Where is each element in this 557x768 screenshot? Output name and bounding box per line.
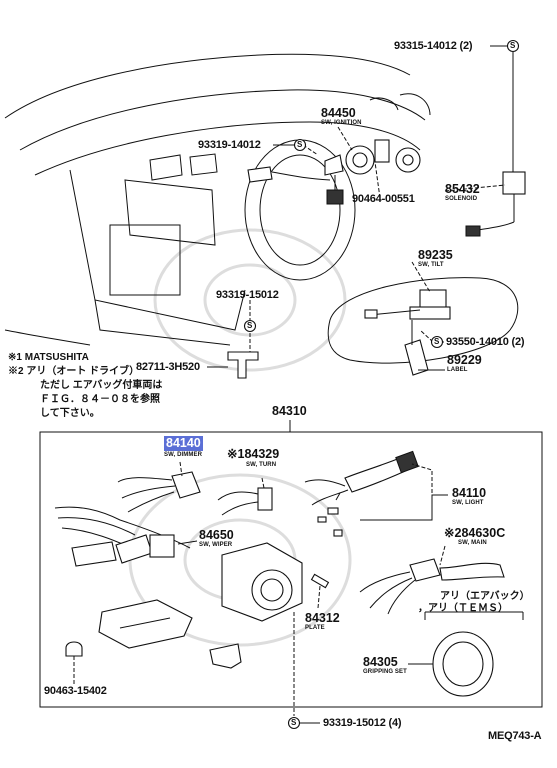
callout-84312-number: 84312 [305, 611, 340, 625]
callout-84140-name: SW, DIMMER [164, 452, 202, 458]
callout-89235-number: 89235 [418, 248, 453, 262]
note-1-mark: ※1 [8, 352, 22, 363]
note-1-text: MATSUSHITA [24, 352, 89, 363]
callout-84305-number: 84305 [363, 655, 398, 669]
fastener-markers [243, 39, 520, 730]
callout-84312-name: PLATE [305, 625, 325, 631]
callout-85432-number: 85432 [445, 182, 480, 196]
fastener-s-1: S [510, 41, 516, 50]
callout-84450-number: 84450 [321, 106, 356, 120]
note-2: ※2 アリ（オート ドライブ） [8, 367, 139, 377]
callout-84110-name: SW, LIGHT [452, 500, 484, 506]
airbag-note-line2: ，アリ（ＴＥＭＳ） [418, 603, 508, 614]
airbag-note-line1: アリ（エアバック） [440, 591, 530, 602]
callout-93319-15012-4: 93319-15012 (4) [323, 717, 402, 729]
callout-84329: ※184329 [227, 448, 279, 461]
callout-84110-number: 84110 [452, 486, 487, 500]
note-1: ※1 MATSUSHITA [8, 353, 89, 363]
leader-lines-box [177, 461, 448, 724]
fastener-s-5: S [291, 718, 297, 727]
callout-82711-3h520: 82711-3H520 [136, 361, 200, 373]
callout-84630c-mark: ※2 [444, 526, 462, 540]
callout-89229-number: 89229 [447, 353, 482, 367]
switch-parts [54, 450, 524, 697]
fastener-s-3: S [247, 321, 253, 330]
callout-93550-14010: 93550-14010 (2) [446, 336, 525, 348]
callout-84650-number: 84650 [199, 528, 234, 542]
callout-84305-name: GRIPPING SET [363, 669, 407, 675]
note-2-line4: して下さい。 [40, 408, 100, 419]
callout-90463-15402: 90463-15402 [44, 685, 107, 697]
callout-84310: 84310 [272, 404, 307, 418]
fastener-s-2: S [297, 140, 303, 149]
leader-lines-top [207, 45, 507, 432]
note-2-mark: ※2 [8, 366, 24, 377]
dashboard-drawing [4, 52, 526, 379]
callout-84329-number: 84329 [244, 447, 280, 461]
fastener-s-4: S [434, 337, 440, 346]
note-2-line3: ＦＩＧ．８４－０８を参照 [40, 394, 160, 405]
callout-84140-number-highlighted[interactable]: 84140 [164, 436, 203, 451]
callout-85432-name: SOLENOID [445, 196, 478, 202]
figure-code: MEQ743-A [488, 730, 542, 742]
callout-93319-14012: 93319-14012 [198, 139, 261, 151]
callout-84329-name: SW, TURN [246, 462, 277, 468]
callout-84630c: ※284630C [444, 527, 505, 540]
callout-93319-15012: 93319-15012 [216, 289, 279, 301]
callout-84630c-number: 84630C [461, 526, 506, 540]
callout-84630c-name: SW, MAIN [458, 540, 487, 546]
callout-84650-name: SW, WIPER [199, 542, 233, 548]
note-2-line1: アリ（オート ドライブ） [26, 366, 140, 377]
callout-93315-14012: 93315-14012 (2) [394, 40, 473, 52]
callout-89235-name: SW, TILT [418, 262, 444, 268]
callout-90464-00551: 90464-00551 [352, 193, 415, 205]
assembly-box [39, 431, 543, 708]
callout-84450-name: SW, IGNITION [321, 120, 362, 126]
callout-89229-name: LABEL [447, 367, 468, 373]
note-2-line2: ただし エアバッグ付車両は [40, 380, 163, 391]
callout-84329-mark: ※1 [227, 447, 245, 461]
